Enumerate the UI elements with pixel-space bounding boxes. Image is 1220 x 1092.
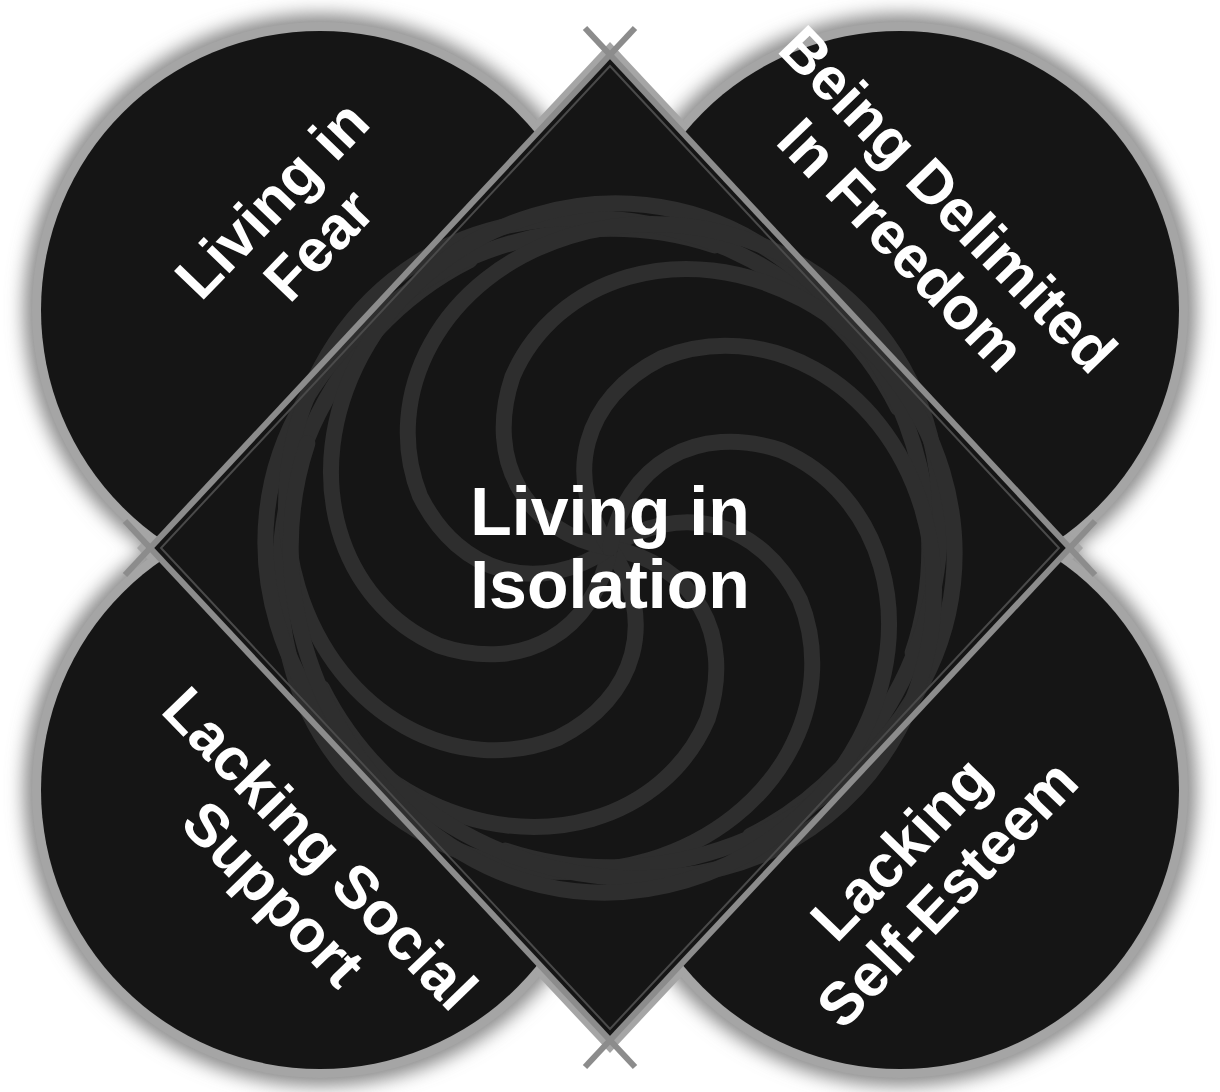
node-label: Living in Isolation — [445, 475, 775, 622]
outer-halo — [24, 14, 1196, 1086]
swirl-arm — [322, 346, 934, 879]
rim — [32, 22, 1188, 1078]
dark-ground — [41, 31, 1179, 1069]
center-diamond: Living in Isolation — [445, 475, 775, 622]
